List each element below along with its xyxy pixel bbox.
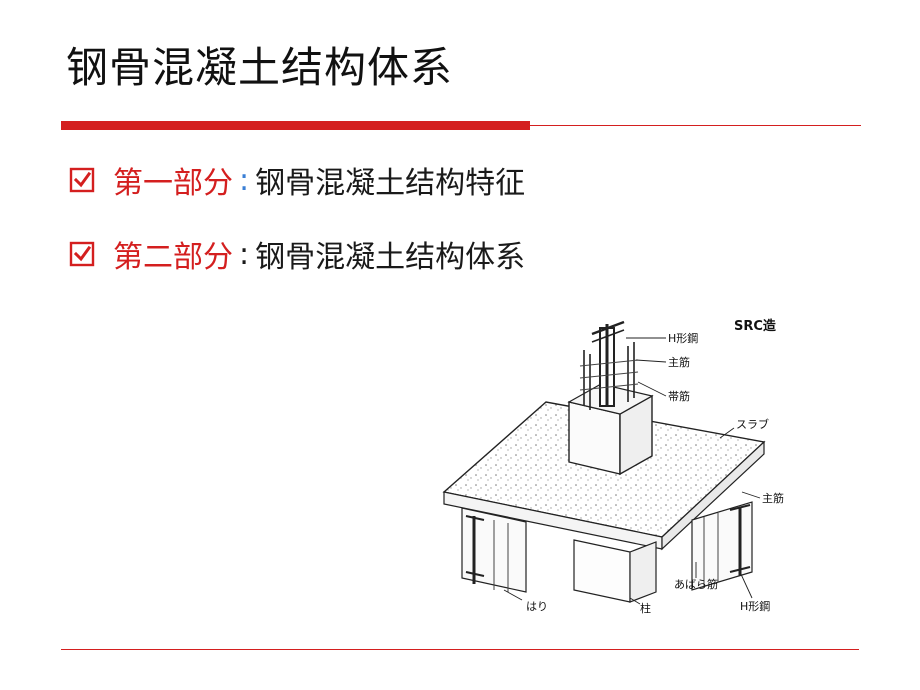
lower-column-shape	[573, 539, 631, 603]
label-main-bar-right: 主筋	[762, 491, 784, 505]
label-slab: スラブ	[736, 417, 769, 431]
label-main-bar-top: 主筋	[668, 355, 690, 369]
bullet-separator: :	[239, 236, 250, 272]
label-tie-bar: 帯筋	[668, 389, 690, 403]
label-beam: はり	[526, 600, 548, 613]
page-title: 钢骨混凝土结构体系	[66, 43, 454, 92]
title-underline-thin	[530, 125, 861, 126]
label-stirrup: あばら筋	[674, 577, 718, 591]
checkbox-checked-icon	[68, 166, 96, 194]
checkbox-checked-icon	[68, 240, 96, 268]
bullet-label: 第一部分	[113, 166, 233, 201]
src-structure-illustration: SRC造 H形鋼 主筋 帯筋 スラブ 主筋 あばら筋 H形鋼 はり 柱	[434, 302, 802, 624]
right-beam-shape	[691, 501, 753, 591]
bullet-separator: :	[239, 162, 250, 198]
bullet-item-part-two: 第二部分 : 钢骨混凝土结构体系	[68, 232, 525, 276]
footer-rule	[61, 649, 859, 650]
label-h-steel-top: H形鋼	[668, 331, 698, 345]
bullet-text: 钢骨混凝土结构体系	[255, 240, 526, 275]
label-column: 柱	[640, 601, 651, 615]
bullet-label: 第二部分	[113, 240, 233, 275]
label-h-steel-bottom: H形鋼	[740, 599, 770, 613]
title-underline-thick	[61, 121, 530, 130]
bullet-item-part-one: 第一部分 : 钢骨混凝土结构特征	[68, 158, 525, 202]
bullet-text: 钢骨混凝土结构特征	[255, 166, 526, 201]
label-src: SRC造	[734, 318, 777, 334]
